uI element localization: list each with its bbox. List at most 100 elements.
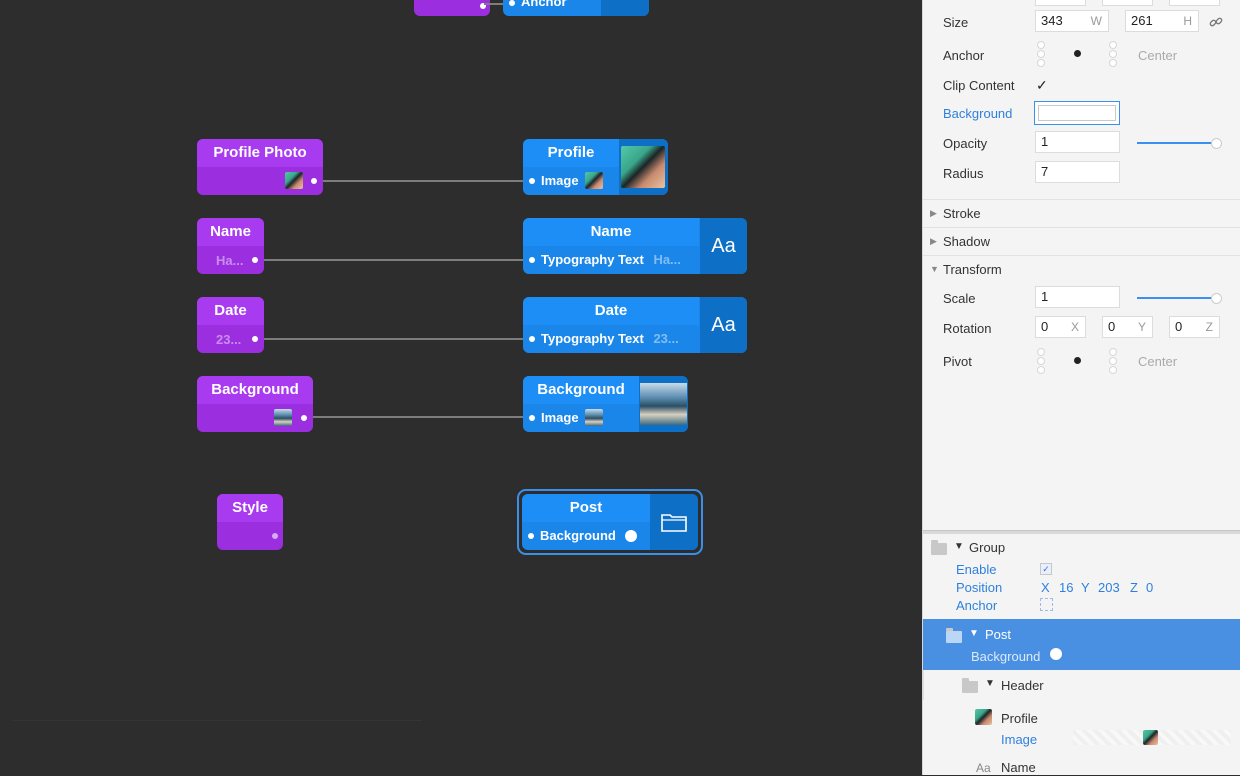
shadow-section[interactable]: ▶ Shadow <box>923 227 1240 255</box>
layer-post-selected[interactable]: ▼ Post Background <box>923 619 1240 670</box>
layer-header[interactable]: ▼ Header <box>923 670 1240 700</box>
port-value: Ha... <box>653 252 681 267</box>
preview-panel <box>639 376 688 432</box>
stroke-section[interactable]: ▶ Stroke <box>923 199 1240 227</box>
size-width-input[interactable]: 343 W <box>1035 10 1109 32</box>
color-swatch[interactable] <box>1050 648 1062 660</box>
output-port[interactable] <box>311 178 317 184</box>
section-title: Transform <box>943 262 1002 277</box>
source-node-name[interactable]: Name Ha... <box>197 218 264 274</box>
input-port[interactable] <box>529 415 535 421</box>
profile-photo-preview <box>621 146 665 188</box>
scale-value: 1 <box>1041 289 1049 304</box>
preview-text: 23... <box>216 332 242 347</box>
disclosure-arrow-icon[interactable]: ▼ <box>985 678 995 689</box>
radius-input[interactable]: 7 <box>1035 161 1120 183</box>
input-port[interactable] <box>529 336 535 342</box>
source-node-profile-photo[interactable]: Profile Photo <box>197 139 323 195</box>
section-title: Stroke <box>943 206 981 221</box>
section-title: Shadow <box>943 234 990 249</box>
target-node-background[interactable]: Background Image <box>523 376 688 432</box>
enable-checkbox[interactable]: ✓ <box>1040 563 1052 575</box>
scale-slider-handle[interactable] <box>1211 293 1222 304</box>
pivot-picker[interactable] <box>1037 348 1117 374</box>
layer-group[interactable]: ▼ Group Enable ✓ Position X 16 Y 203 Z 0… <box>923 538 1240 618</box>
x-suffix: X <box>1070 320 1079 334</box>
image-thumbnail-icon <box>1143 730 1158 745</box>
layer-label: Post <box>985 627 1012 642</box>
target-node-name[interactable]: Name Typography Text Ha... Aa <box>523 218 747 274</box>
expand-arrow-icon: ▼ <box>930 264 939 274</box>
node-title: Background <box>197 376 313 404</box>
layer-name[interactable]: Aa Name <box>923 756 1240 776</box>
scale-input[interactable]: 1 <box>1035 286 1120 308</box>
anchor-center-dot[interactable] <box>1074 50 1081 57</box>
source-node-style[interactable]: Style <box>217 494 283 550</box>
wire-date <box>258 338 530 340</box>
pivot-center-dot[interactable] <box>1074 357 1081 364</box>
anchor-picker[interactable] <box>1037 41 1117 67</box>
node-canvas[interactable]: Anchor Profile Photo Name Ha... Date 23.… <box>0 0 922 775</box>
opacity-slider-handle[interactable] <box>1211 138 1222 149</box>
clip-content-checkbox[interactable]: ✓ <box>1036 77 1048 93</box>
input-port[interactable] <box>529 257 535 263</box>
layer-sub-label: Background <box>971 649 1041 664</box>
width-suffix: W <box>1090 14 1102 28</box>
rotation-y-input[interactable]: 0 Y <box>1102 316 1153 338</box>
partial-input[interactable] <box>1035 0 1086 6</box>
background-color-well[interactable] <box>1034 101 1120 125</box>
target-node-profile[interactable]: Profile Image <box>523 139 668 195</box>
position-x-value[interactable]: 16 <box>1059 580 1074 595</box>
anchor-mini-icon[interactable] <box>1040 598 1053 611</box>
chain-link-icon[interactable] <box>1209 15 1223 29</box>
rotation-x-value: 0 <box>1041 319 1049 334</box>
wire-profile-photo <box>316 180 530 182</box>
node-title: Post <box>522 494 650 522</box>
output-port[interactable] <box>252 257 258 263</box>
disclosure-arrow-icon[interactable]: ▼ <box>969 628 979 639</box>
z-suffix: Z <box>1205 320 1213 334</box>
connection-wire <box>484 3 510 5</box>
target-node-date[interactable]: Date Typography Text 23... Aa <box>523 297 747 353</box>
disclosure-arrow-icon[interactable]: ▼ <box>954 541 964 552</box>
opacity-slider[interactable] <box>1137 142 1217 144</box>
folder-icon <box>946 628 962 643</box>
scale-label: Scale <box>943 291 976 306</box>
image-thumbnail-icon <box>274 409 292 426</box>
layer-label: Profile <box>1001 711 1038 726</box>
output-port[interactable] <box>272 533 278 539</box>
port-label: Typography Text <box>541 331 644 346</box>
scale-slider[interactable] <box>1137 297 1217 299</box>
partial-input[interactable] <box>1102 0 1153 6</box>
anchor-value: Center <box>1138 48 1178 63</box>
rotation-x-input[interactable]: 0 X <box>1035 316 1086 338</box>
anchor-label: Anchor <box>956 598 998 613</box>
transform-section[interactable]: ▼ Transform <box>923 255 1240 283</box>
collapse-arrow-icon: ▶ <box>930 208 937 218</box>
layer-profile[interactable]: Profile Image <box>923 703 1240 753</box>
output-port[interactable] <box>480 3 486 9</box>
input-port[interactable] <box>529 178 535 184</box>
typography-icon: Aa <box>700 218 747 274</box>
panel-divider[interactable] <box>923 530 1240 534</box>
source-node-date[interactable]: Date 23... <box>197 297 264 353</box>
image-field[interactable] <box>1073 730 1231 745</box>
output-port[interactable] <box>252 336 258 342</box>
target-node-post[interactable]: Post Background <box>522 494 698 550</box>
output-port[interactable] <box>301 415 307 421</box>
node-title: Name <box>523 218 699 246</box>
input-port[interactable] <box>509 0 515 6</box>
partial-source-node[interactable] <box>414 0 490 16</box>
position-y-value[interactable]: 203 <box>1098 580 1120 595</box>
rotation-label: Rotation <box>943 321 992 336</box>
size-height-input[interactable]: 261 H <box>1125 10 1199 32</box>
partial-target-node[interactable]: Anchor <box>503 0 649 16</box>
source-node-background[interactable]: Background <box>197 376 313 432</box>
input-port[interactable] <box>528 533 534 539</box>
node-title: Profile Photo <box>197 139 323 167</box>
opacity-input[interactable]: 1 <box>1035 131 1120 153</box>
position-z-value[interactable]: 0 <box>1146 580 1154 595</box>
opacity-value: 1 <box>1041 134 1049 149</box>
rotation-z-input[interactable]: 0 Z <box>1169 316 1220 338</box>
partial-input[interactable] <box>1169 0 1220 6</box>
